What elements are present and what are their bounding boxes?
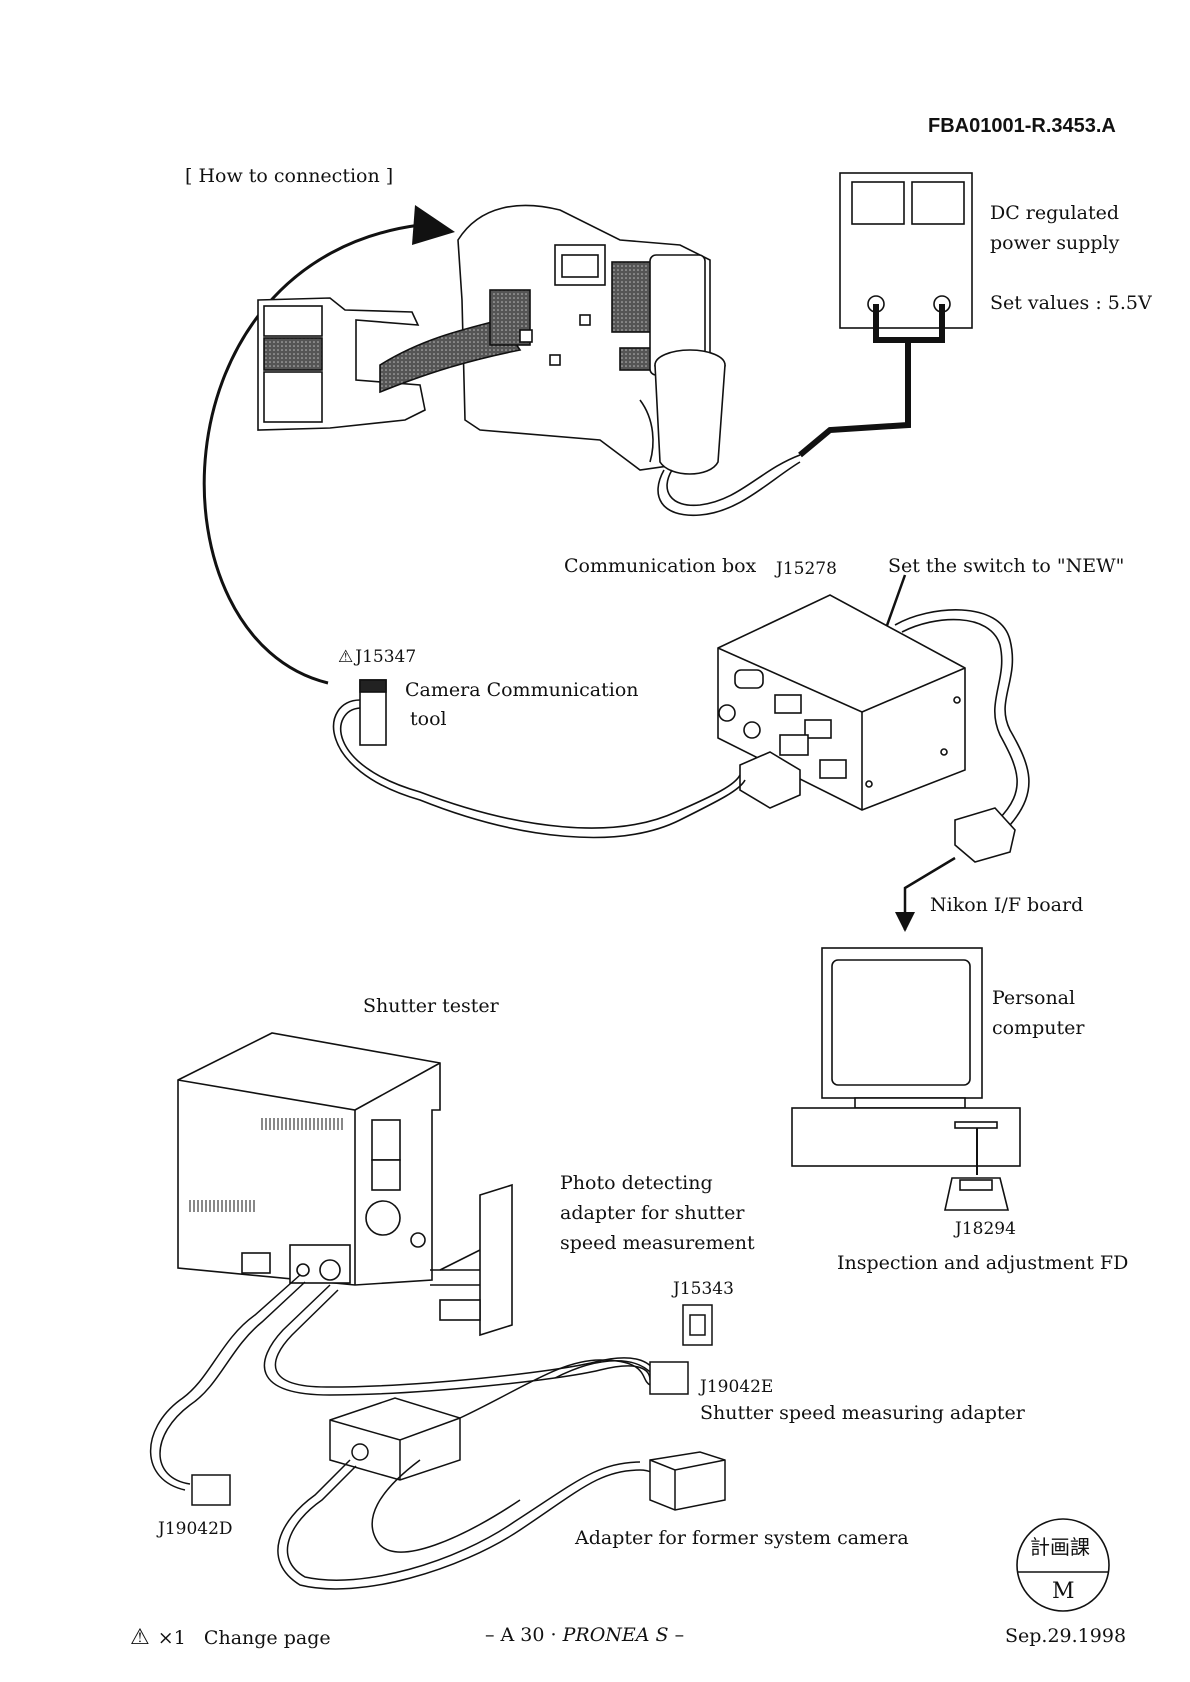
page-label-prefix: – A 30 ·: [485, 1624, 557, 1646]
approval-stamp: [1016, 1518, 1110, 1612]
photo-adapter-part-no: J15343: [673, 1279, 734, 1299]
former-camera-adapter-label: Adapter for former system camera: [575, 1527, 909, 1549]
change-count: ×1: [157, 1627, 186, 1649]
section-title: [ How to connection ]: [185, 165, 394, 187]
personal-computer: [791, 947, 1021, 1211]
floppy-disk-part-no: J18294: [955, 1219, 1016, 1239]
camera-body: [257, 204, 726, 475]
shutter-tester-label: Shutter tester: [363, 995, 499, 1017]
interface-board-label: Nikon I/F board: [930, 894, 1084, 916]
change-label: Change page: [203, 1627, 331, 1649]
camera-comm-tool-label-1: Camera Communication: [405, 679, 639, 701]
power-supply-label-2: power supply: [990, 232, 1120, 254]
floppy-disk-label: Inspection and adjustment FD: [837, 1252, 1129, 1274]
camera-comm-tool-label-2: tool: [410, 708, 447, 730]
power-supply-label-1: DC regulated: [990, 202, 1119, 224]
stamp-bottom-text: M: [1052, 1579, 1075, 1604]
footer-change-note: ⚠ ×1 Change page: [130, 1622, 331, 1654]
page-label-suffix: –: [674, 1624, 685, 1646]
warning-triangle-icon: ⚠: [130, 1625, 150, 1650]
document-id: FBA01001-R.3453.A: [928, 115, 1116, 137]
photo-adapter-label-2: adapter for shutter: [560, 1202, 745, 1224]
personal-computer-label-2: computer: [992, 1017, 1085, 1039]
shutter-speed-adapter-part-no: J19042E: [700, 1377, 774, 1397]
camera-comm-tool-part-no: J15347: [355, 647, 417, 667]
photo-adapter-label-3: speed measurement: [560, 1232, 755, 1254]
interface-board-arrow: [895, 856, 956, 932]
flow-arrow-camera: [202, 205, 455, 685]
communication-box: [717, 594, 1030, 863]
shutter-tester-cables: [149, 1274, 726, 1590]
shutter-speed-adapter-label: Shutter speed measuring adapter: [700, 1402, 1025, 1424]
footer-date: Sep.29.1998: [1005, 1625, 1127, 1647]
communication-box-label: Communication box: [564, 555, 757, 577]
page-number: – A 30 · PRONEA S –: [485, 1622, 684, 1650]
personal-computer-label-1: Personal: [992, 987, 1076, 1009]
shutter-tester-device: [177, 1032, 513, 1337]
camera-communication-tool: [332, 679, 746, 839]
power-supply-set-values: Set values : 5.5V: [990, 292, 1152, 314]
switch-note: Set the switch to "NEW": [888, 555, 1125, 577]
camera-comm-tool-part: ⚠J15347: [338, 645, 416, 670]
communication-box-part-no: J15278: [776, 559, 837, 579]
photo-adapter-label-1: Photo detecting: [560, 1172, 713, 1194]
product-name: PRONEA S: [562, 1624, 669, 1646]
dc-power-supply: [657, 172, 973, 516]
stamp-top-text: 計画課: [1030, 1535, 1090, 1559]
warning-triangle-icon: ⚠: [338, 647, 354, 667]
adapter-d-part-no: J19042D: [158, 1519, 233, 1539]
